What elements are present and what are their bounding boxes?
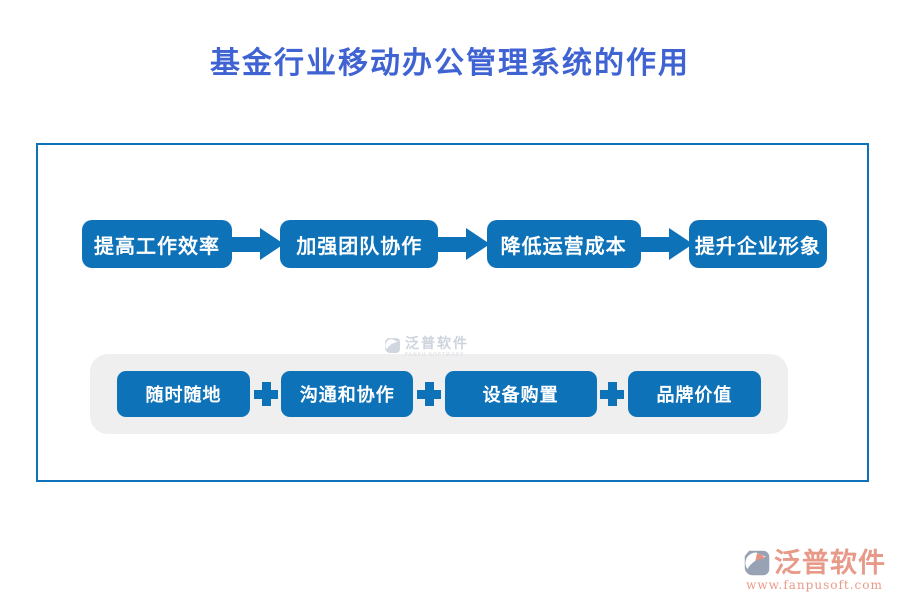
footer-logo: 泛普软件 www.fanpusoft.com [743,549,886,592]
arrow-shaft [228,236,261,252]
flow-step-efficiency: 提高工作效率 [82,220,232,268]
feature-communication: 沟通和协作 [281,371,414,417]
plus-icon [600,382,625,406]
feature-anytime: 随时随地 [117,371,250,417]
flow-step-image: 提升企业形象 [688,220,827,268]
arrow-right-icon [228,228,285,260]
diagram-box: 提高工作效率 加强团队协作 降低运营成本 提升企业形象 泛普软件 FANPU S… [36,143,869,482]
arrow-head [466,228,491,260]
top-flow-row: 提高工作效率 加强团队协作 降低运营成本 提升企业形象 [82,220,827,268]
watermark-text: 泛普软件 FANPU SOFTWARE [405,336,469,359]
watermark-logo-icon [385,338,400,353]
arrow-head [668,228,693,260]
watermark: 泛普软件 FANPU SOFTWARE [384,336,469,359]
arrow-right-icon [434,228,491,260]
arrow-head [260,228,285,260]
flow-step-cost: 降低运营成本 [486,220,641,268]
feature-equipment: 设备购置 [444,371,597,417]
page-title: 基金行业移动办公管理系统的作用 [210,46,690,81]
watermark-brand: 泛普软件 [405,336,469,352]
footer-logo-row: 泛普软件 [743,549,886,577]
fanpu-logo-icon [744,550,770,576]
watermark-subtitle: FANPU SOFTWARE [405,352,465,359]
footer-brand: 泛普软件 [774,547,886,579]
arrow-right-icon [636,228,693,260]
footer-url: www.fanpusoft.com [746,578,883,592]
plus-icon [416,382,441,406]
arrow-shaft [636,236,669,252]
bottom-flow-panel: 随时随地 沟通和协作 设备购置 品牌价值 [90,354,788,434]
arrow-shaft [434,236,467,252]
feature-brand: 品牌价值 [627,371,761,417]
flow-step-teamwork: 加强团队协作 [280,220,439,268]
plus-icon [253,382,278,406]
